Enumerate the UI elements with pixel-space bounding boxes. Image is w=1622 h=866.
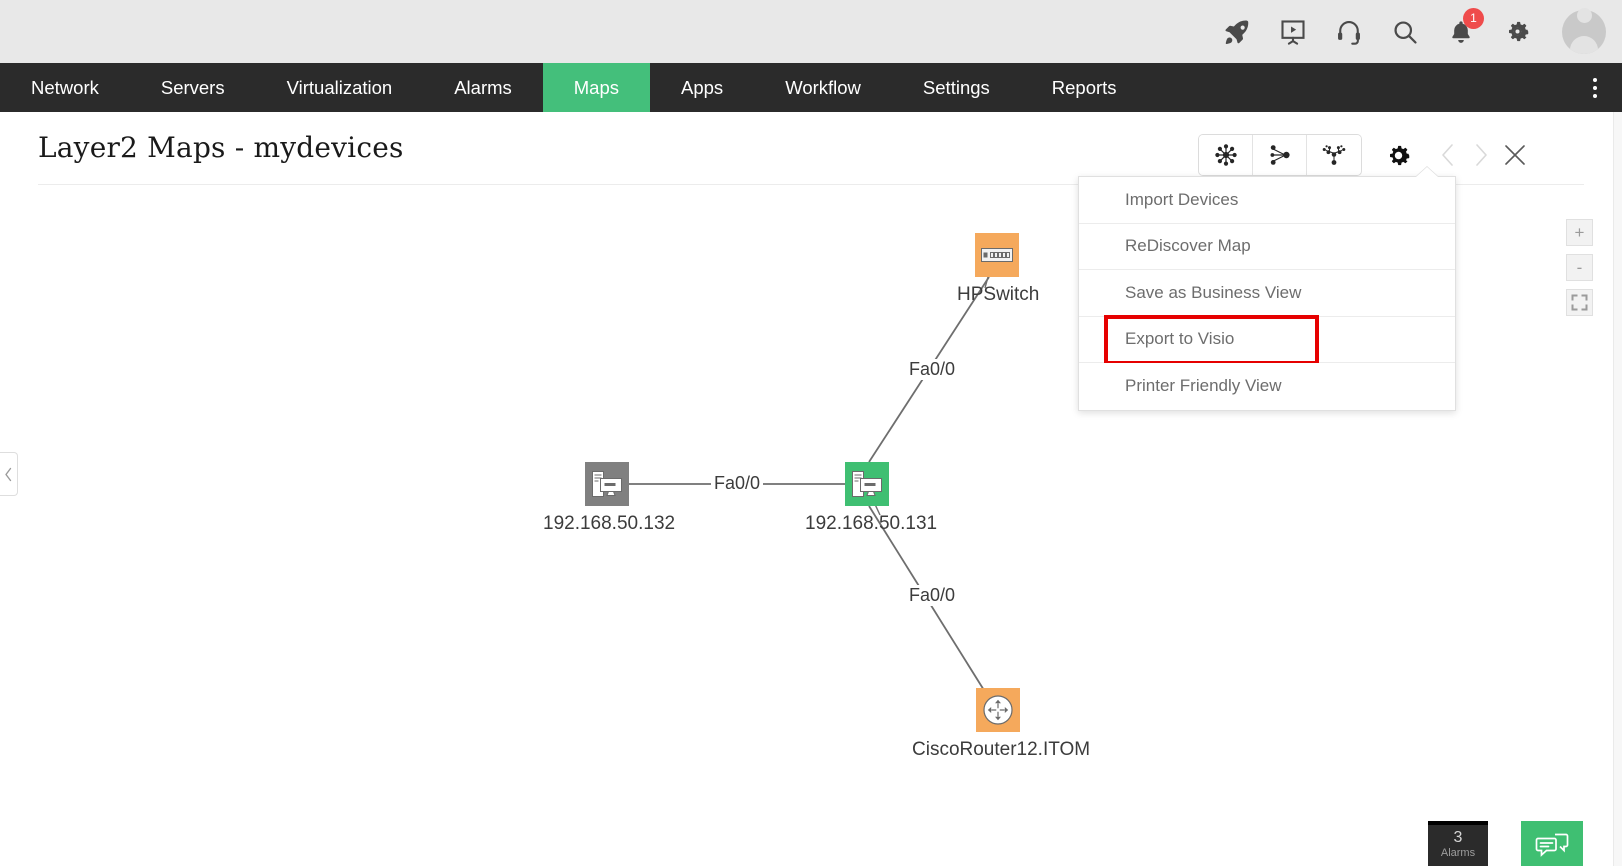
alarms-widget[interactable]: 3 Alarms (1428, 821, 1488, 866)
vertical-scrollbar[interactable] (1613, 112, 1622, 866)
server-icon (852, 471, 882, 497)
dropdown-caret-icon (1416, 167, 1438, 177)
notification-badge: 1 (1463, 7, 1484, 29)
next-map-chevron-right-icon[interactable] (1464, 135, 1496, 175)
fullscreen-icon (1571, 294, 1588, 311)
nav-kebab-icon[interactable] (1568, 63, 1622, 112)
alarm-count: 3 (1453, 828, 1463, 846)
top-bar: 1 (0, 0, 1622, 63)
presentation-icon[interactable] (1276, 15, 1310, 49)
avatar-body-icon (1570, 35, 1598, 54)
gear-icon[interactable] (1500, 15, 1534, 49)
kebab-dot (1593, 93, 1597, 98)
map-edge-label-host131-router12: Fa0/0 (906, 585, 959, 606)
tree-layout-icon[interactable] (1307, 135, 1361, 175)
nav-item-virtualization[interactable]: Virtualization (286, 76, 393, 98)
avatar-head-icon (1576, 8, 1592, 23)
page-title: Layer2 Maps - mydevices (38, 131, 404, 164)
map-node-hpswitch[interactable] (975, 233, 1019, 277)
nav-item-network[interactable]: Network (31, 76, 99, 98)
map-node-label-hpswitch: HPSwitch (957, 284, 1040, 305)
previous-map-chevron-left-icon[interactable] (1432, 135, 1464, 175)
menu-item-export-to-visio[interactable]: Export to Visio (1079, 314, 1455, 364)
menu-item-save-as-business-view[interactable]: Save as Business View (1079, 270, 1455, 317)
header-divider (38, 184, 1584, 185)
zoom-in-button[interactable]: + (1566, 219, 1593, 246)
chat-button[interactable] (1521, 821, 1583, 866)
alarm-label: Alarms (1440, 847, 1476, 860)
map-node-router12[interactable] (976, 688, 1020, 732)
headset-icon[interactable] (1332, 15, 1366, 49)
map-node-label-host132: 192.168.50.132 (543, 513, 676, 534)
map-settings-gear-icon[interactable] (1378, 135, 1418, 175)
map-toolbar (1198, 134, 1534, 176)
nav-item-maps[interactable]: Maps (542, 63, 651, 112)
map-settings-dropdown: Import Devices ReDiscover Map Save as Bu… (1078, 167, 1456, 411)
close-icon[interactable] (1496, 135, 1534, 175)
nav-item-alarms[interactable]: Alarms (454, 76, 512, 98)
switch-icon (981, 248, 1013, 262)
map-edge-label-host131-hpswitch: Fa0/0 (906, 359, 959, 380)
server-icon (592, 471, 622, 497)
router-icon (983, 695, 1013, 725)
nav-item-workflow[interactable]: Workflow (785, 76, 861, 98)
nav-item-reports[interactable]: Reports (1051, 76, 1117, 98)
main-navigation: Network Servers Virtualization Alarms Ma… (0, 63, 1622, 112)
avatar[interactable] (1562, 8, 1606, 54)
menu-item-rediscover-map[interactable]: ReDiscover Map (1079, 223, 1455, 270)
zoom-controls: + - (1566, 219, 1593, 316)
nav-item-settings[interactable]: Settings (922, 76, 990, 98)
nav-item-apps[interactable]: Apps (681, 76, 724, 98)
map-node-host131[interactable] (845, 462, 889, 506)
bell-icon[interactable]: 1 (1444, 7, 1484, 49)
chat-icon (1535, 833, 1569, 857)
side-panel-toggle[interactable] (0, 452, 18, 496)
radial-layout-icon[interactable] (1199, 135, 1253, 175)
top-bar-icon-group: 1 (1220, 7, 1606, 54)
nav-item-servers[interactable]: Servers (160, 76, 225, 98)
map-node-label-router12: CiscoRouter12.ITOM (912, 739, 1091, 760)
zoom-out-button[interactable]: - (1566, 254, 1593, 281)
search-icon[interactable] (1388, 15, 1422, 49)
map-node-label-host131: 192.168.50.131 (805, 513, 938, 534)
map-edge-label-host132-host131: Fa0/0 (711, 473, 764, 494)
menu-item-import-devices[interactable]: Import Devices (1079, 177, 1455, 224)
chevron-left-icon (5, 467, 12, 481)
rocket-icon[interactable] (1220, 15, 1254, 49)
layout-button-group (1198, 134, 1362, 176)
hierarchical-layout-icon[interactable] (1253, 135, 1307, 175)
kebab-dot (1593, 77, 1597, 82)
kebab-dot (1593, 85, 1597, 90)
menu-item-printer-friendly-view[interactable]: Printer Friendly View (1079, 363, 1455, 410)
fit-to-screen-button[interactable] (1566, 289, 1593, 316)
map-node-host132[interactable] (585, 462, 629, 506)
